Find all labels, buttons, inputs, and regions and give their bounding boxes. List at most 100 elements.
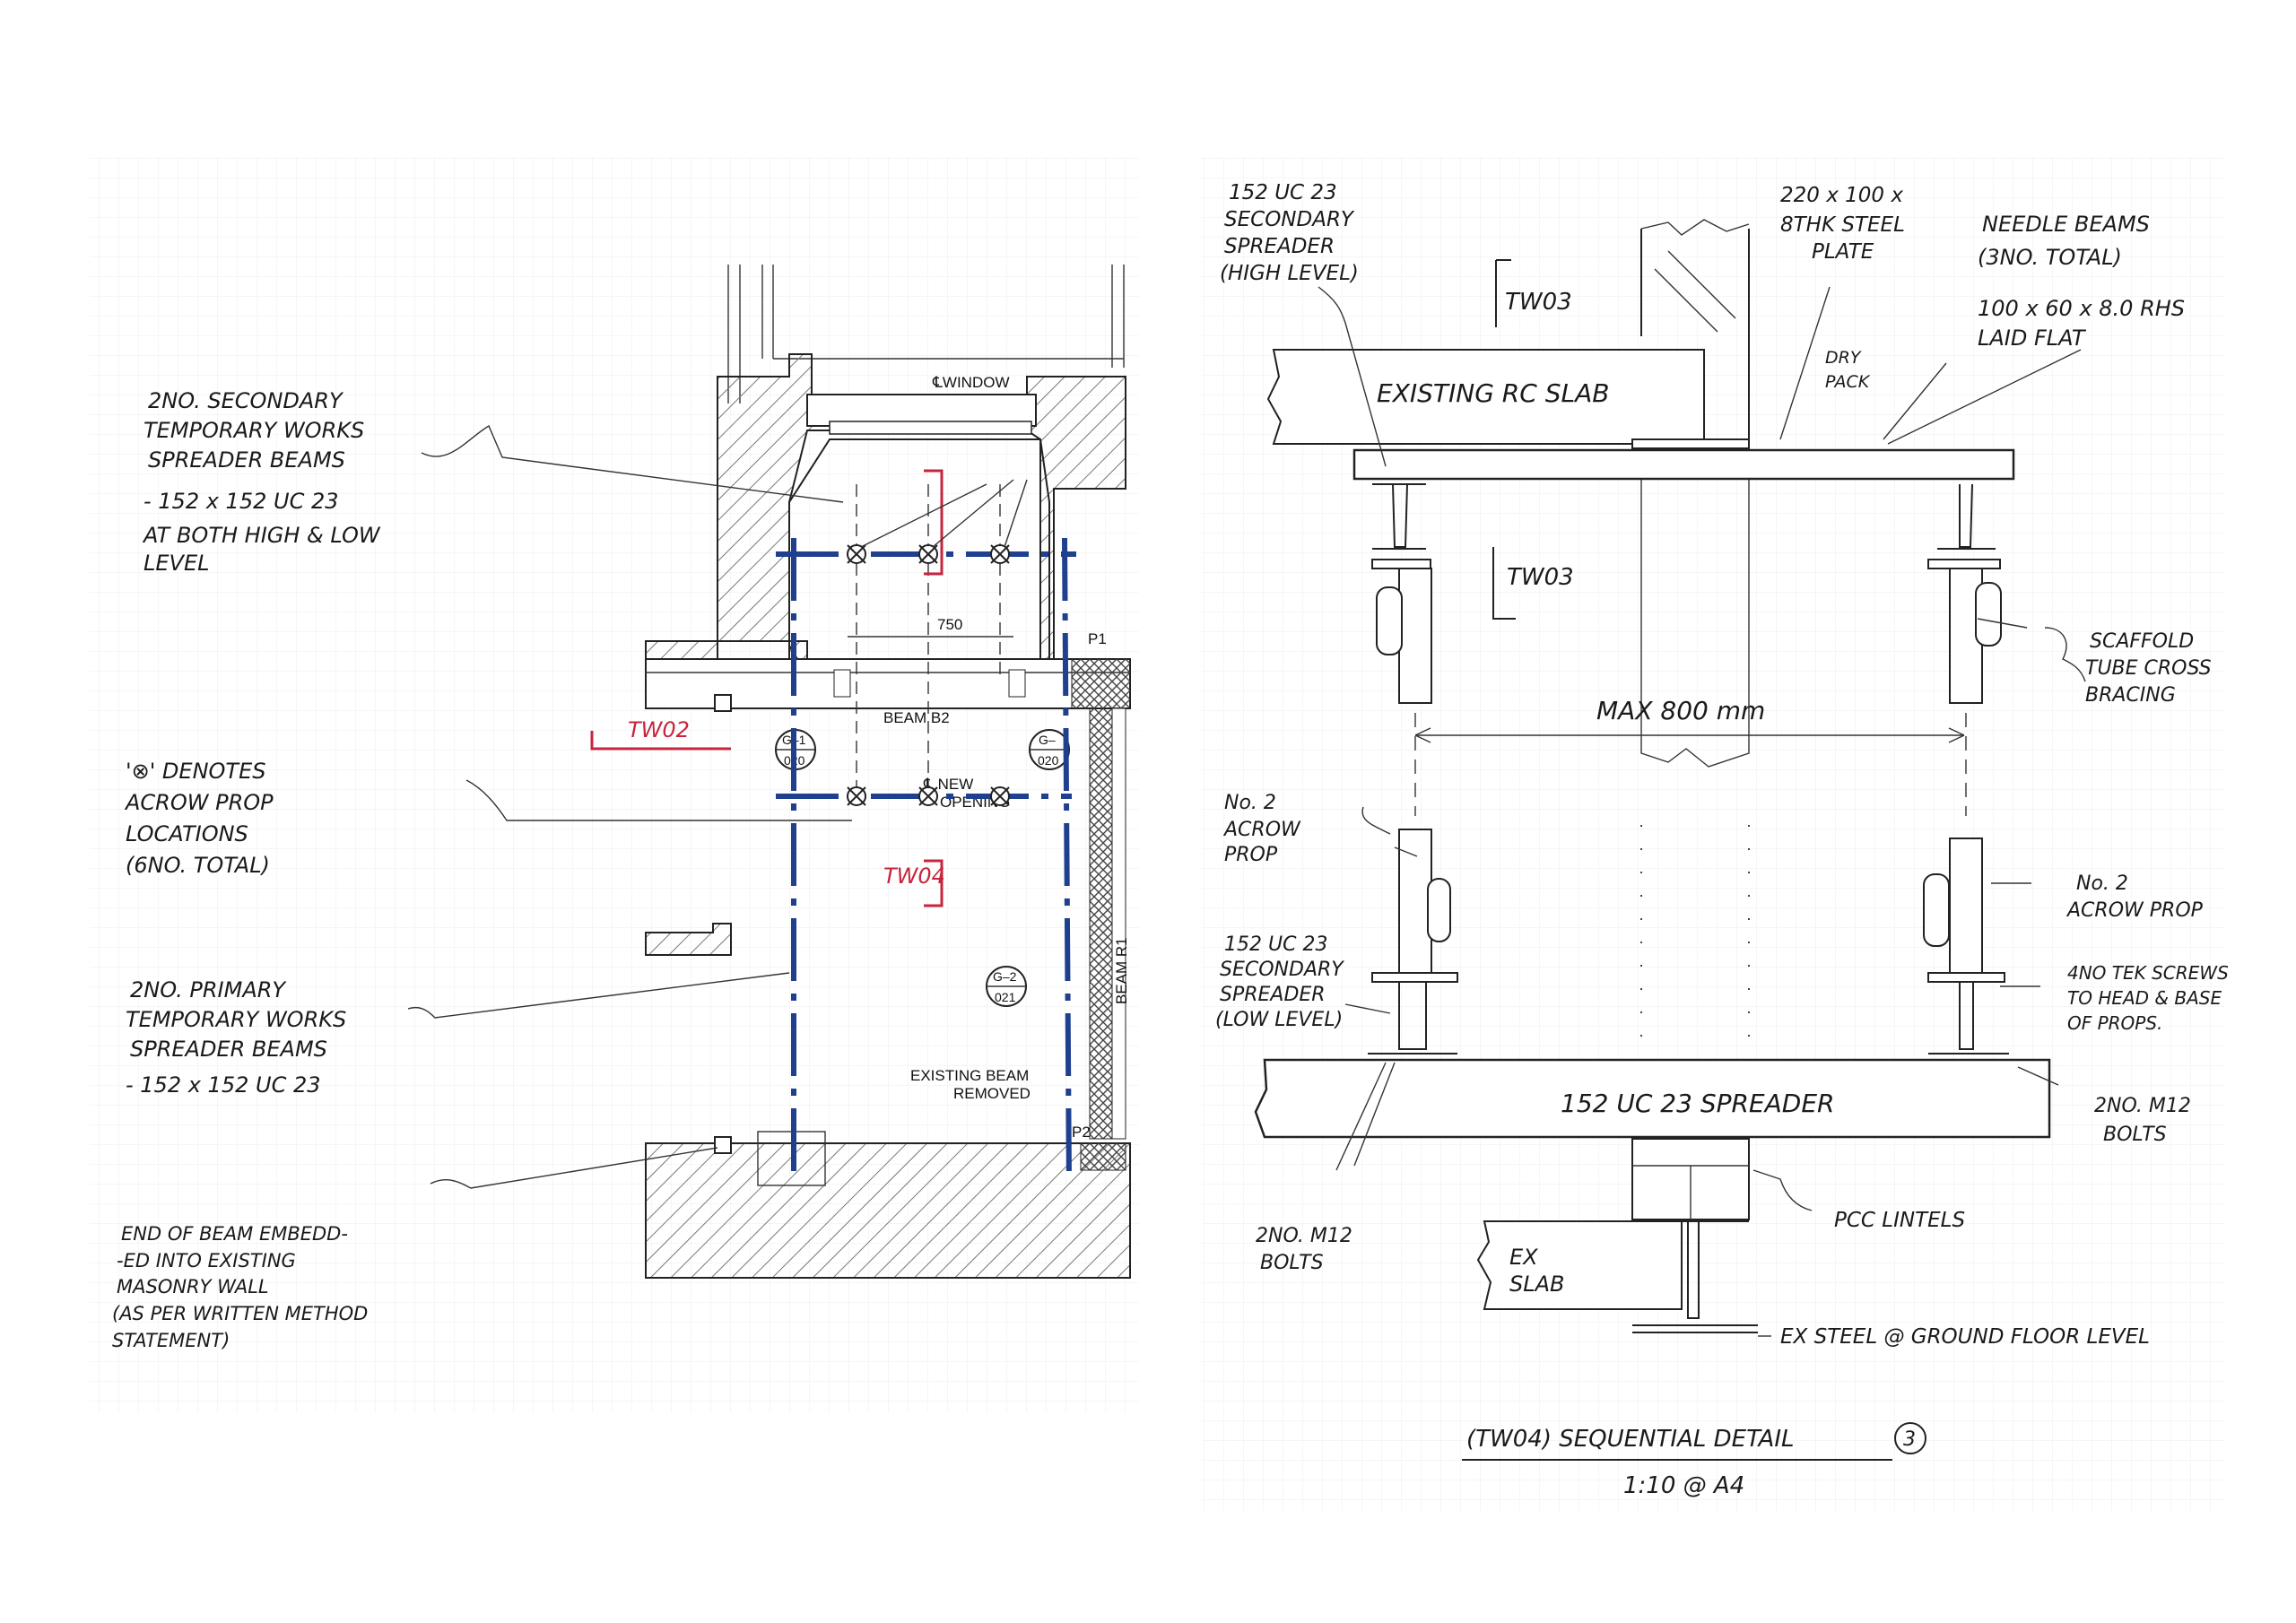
svg-text:SPREADER: SPREADER	[1224, 235, 1335, 258]
svg-text:021: 021	[995, 990, 1016, 1004]
note-needle-beams: NEEDLE BEAMS (3NO. TOTAL) 100 x 60 x 8.0…	[1978, 212, 2185, 351]
svg-text:MASONRY WALL: MASONRY WALL	[117, 1276, 269, 1298]
detail-title: (TW04) SEQUENTIAL DETAIL 3 1:10 @ A4	[1462, 1422, 1926, 1499]
svg-text:PROP: PROP	[1224, 844, 1278, 866]
svg-text:MAX 800 mm: MAX 800 mm	[1596, 696, 1765, 725]
svg-text:PLATE: PLATE	[1812, 240, 1874, 264]
svg-text:(LOW LEVEL): (LOW LEVEL)	[1215, 1009, 1343, 1031]
dim-750: 750	[937, 616, 962, 633]
window-centreline-label: ℄WINDOW	[932, 374, 1010, 391]
tw04-marker: TW04	[883, 469, 945, 907]
existing-rc-slab-label: EXISTING RC SLAB	[1377, 378, 1609, 408]
svg-text:BOLTS: BOLTS	[1260, 1252, 1324, 1274]
svg-text:ACROW: ACROW	[1222, 819, 1301, 841]
note-prop-right: No. 2 ACROW PROP	[2066, 872, 2204, 922]
ex-slab	[1476, 1220, 1683, 1310]
svg-text:TUBE CROSS: TUBE CROSS	[2085, 657, 2212, 680]
svg-text:2NO. SECONDARY: 2NO. SECONDARY	[148, 388, 344, 413]
wall-hatch-lower	[645, 1142, 1131, 1279]
note-pcc-lintels: PCC LINTELS	[1834, 1209, 1965, 1232]
svg-text:END OF BEAM EMBEDD-: END OF BEAM EMBEDD-	[121, 1223, 348, 1245]
existing-beam-label-1: EXISTING BEAM	[910, 1067, 1029, 1084]
svg-text:(3NO. TOTAL): (3NO. TOTAL)	[1978, 245, 2122, 270]
svg-text:100 x 60 x 8.0 RHS: 100 x 60 x 8.0 RHS	[1978, 296, 2185, 321]
ex-steel	[1632, 1220, 1758, 1333]
tw02-marker: TW02	[590, 717, 731, 751]
window-frame	[806, 394, 1037, 427]
note-acrow-locations: '⊗' DENOTES ACROW PROP LOCATIONS (6NO. T…	[124, 759, 274, 878]
svg-text:- 152 x 152 UC 23: - 152 x 152 UC 23	[126, 1072, 321, 1098]
note-ex-steel: EX STEEL @ GROUND FLOOR LEVEL	[1780, 1325, 2150, 1349]
svg-text:LAID FLAT: LAID FLAT	[1978, 325, 2087, 351]
svg-text:DRY: DRY	[1825, 348, 1862, 368]
note-prop-left: No. 2 ACROW PROP	[1222, 792, 1301, 866]
note-secondary-spreaders: 2NO. SECONDARY TEMPORARY WORKS SPREADER …	[142, 388, 381, 576]
beam-r1-label: BEAM R1	[1113, 937, 1130, 1004]
svg-text:TW02: TW02	[628, 717, 690, 742]
svg-text:SPREADER BEAMS: SPREADER BEAMS	[148, 447, 345, 473]
svg-text:2NO. M12: 2NO. M12	[2094, 1095, 2191, 1117]
svg-text:AT BOTH HIGH & LOW: AT BOTH HIGH & LOW	[142, 523, 381, 548]
tw03-top: TW03	[1505, 289, 1572, 316]
existing-rc-slab	[1266, 349, 1705, 445]
note-steel-plate: 220 x 100 x 8THK STEEL PLATE	[1780, 184, 1905, 264]
svg-text:No. 2: No. 2	[1224, 792, 1276, 814]
svg-text:LEVEL: LEVEL	[144, 551, 210, 576]
svg-text:BOLTS: BOLTS	[2103, 1124, 2167, 1146]
primary-spreader-beams	[791, 537, 1072, 1185]
left-prop-assembly	[1368, 483, 1458, 1061]
note-scaffold: SCAFFOLD TUBE CROSS BRACING	[2085, 630, 2212, 707]
svg-text:PACK: PACK	[1825, 372, 1871, 392]
svg-text:(6NO. TOTAL): (6NO. TOTAL)	[126, 853, 270, 878]
svg-text:SECONDARY: SECONDARY	[1224, 208, 1355, 231]
svg-text:4NO TEK SCREWS: 4NO TEK SCREWS	[2067, 962, 2229, 984]
detail-scale: 1:10 @ A4	[1623, 1472, 1744, 1499]
max-800-dimension: MAX 800 mm	[1414, 696, 1967, 816]
grid-marker-g1-right: G– 020	[1029, 729, 1070, 770]
note-bolts-right: 2NO. M12 BOLTS	[2094, 1095, 2191, 1146]
note-bolts-left: 2NO. M12 BOLTS	[1256, 1225, 1352, 1274]
note-end-of-beam: END OF BEAM EMBEDD- -ED INTO EXISTING MA…	[112, 1223, 368, 1351]
beam-r1	[1089, 707, 1113, 1140]
beam-b2-label: BEAM B2	[883, 709, 950, 726]
right-prop-assembly	[1923, 483, 2009, 1061]
svg-text:220 x 100 x: 220 x 100 x	[1780, 184, 1903, 207]
svg-text:TO HEAD & BASE: TO HEAD & BASE	[2067, 987, 2222, 1009]
svg-text:NEEDLE BEAMS: NEEDLE BEAMS	[1982, 212, 2150, 237]
svg-text:2NO. PRIMARY: 2NO. PRIMARY	[130, 977, 287, 1002]
tw03-mid: TW03	[1507, 564, 1574, 591]
svg-text:8THK STEEL: 8THK STEEL	[1780, 213, 1905, 237]
svg-text:TEMPORARY WORKS: TEMPORARY WORKS	[126, 1007, 346, 1032]
svg-text:TEMPORARY WORKS: TEMPORARY WORKS	[144, 418, 364, 443]
svg-text:ACROW PROP: ACROW PROP	[124, 790, 274, 815]
svg-text:152 UC 23: 152 UC 23	[1229, 181, 1337, 204]
svg-text:- 152 x 152 UC 23: - 152 x 152 UC 23	[144, 489, 339, 514]
grid-marker-g2: G–2 021	[986, 966, 1027, 1007]
needle-beam-rhs	[1352, 448, 2015, 481]
svg-text:BRACING: BRACING	[2085, 684, 2176, 707]
svg-text:SPREADER BEAMS: SPREADER BEAMS	[130, 1037, 327, 1062]
svg-text:LOCATIONS: LOCATIONS	[126, 821, 248, 846]
spreader-label: 152 UC 23 SPREADER	[1561, 1089, 1834, 1118]
svg-text:STATEMENT): STATEMENT)	[112, 1330, 230, 1351]
svg-text:G–2: G–2	[993, 969, 1017, 984]
svg-text:No. 2: No. 2	[2076, 872, 2128, 895]
svg-text:(HIGH LEVEL): (HIGH LEVEL)	[1220, 262, 1359, 285]
existing-beam-label-2: REMOVED	[953, 1085, 1031, 1102]
plan-view: ℄WINDOW BEAM B2 P1 BEAM R1 P2 750	[112, 265, 1131, 1351]
svg-text:G–: G–	[1039, 733, 1056, 747]
note-uc-low: 152 UC 23 SECONDARY SPREADER (LOW LEVEL)	[1215, 933, 1344, 1031]
spreader-152uc23	[1254, 1058, 2051, 1139]
section-view: EXISTING RC SLAB TW03 TW03	[1215, 181, 2229, 1349]
svg-text:'⊗' DENOTES: '⊗' DENOTES	[126, 759, 265, 784]
note-dry-pack: DRY PACK	[1825, 348, 1871, 392]
svg-text:-ED INTO EXISTING: -ED INTO EXISTING	[117, 1250, 296, 1271]
svg-text:TW04: TW04	[883, 864, 945, 889]
svg-text:OF PROPS.: OF PROPS.	[2067, 1012, 2162, 1034]
svg-text:EX: EX	[1509, 1245, 1538, 1270]
note-uc-high: 152 UC 23 SECONDARY SPREADER (HIGH LEVEL…	[1220, 181, 1359, 285]
svg-text:SPREADER: SPREADER	[1220, 984, 1326, 1006]
acrow-prop-symbols	[847, 544, 1010, 806]
svg-text:SLAB: SLAB	[1509, 1271, 1565, 1297]
